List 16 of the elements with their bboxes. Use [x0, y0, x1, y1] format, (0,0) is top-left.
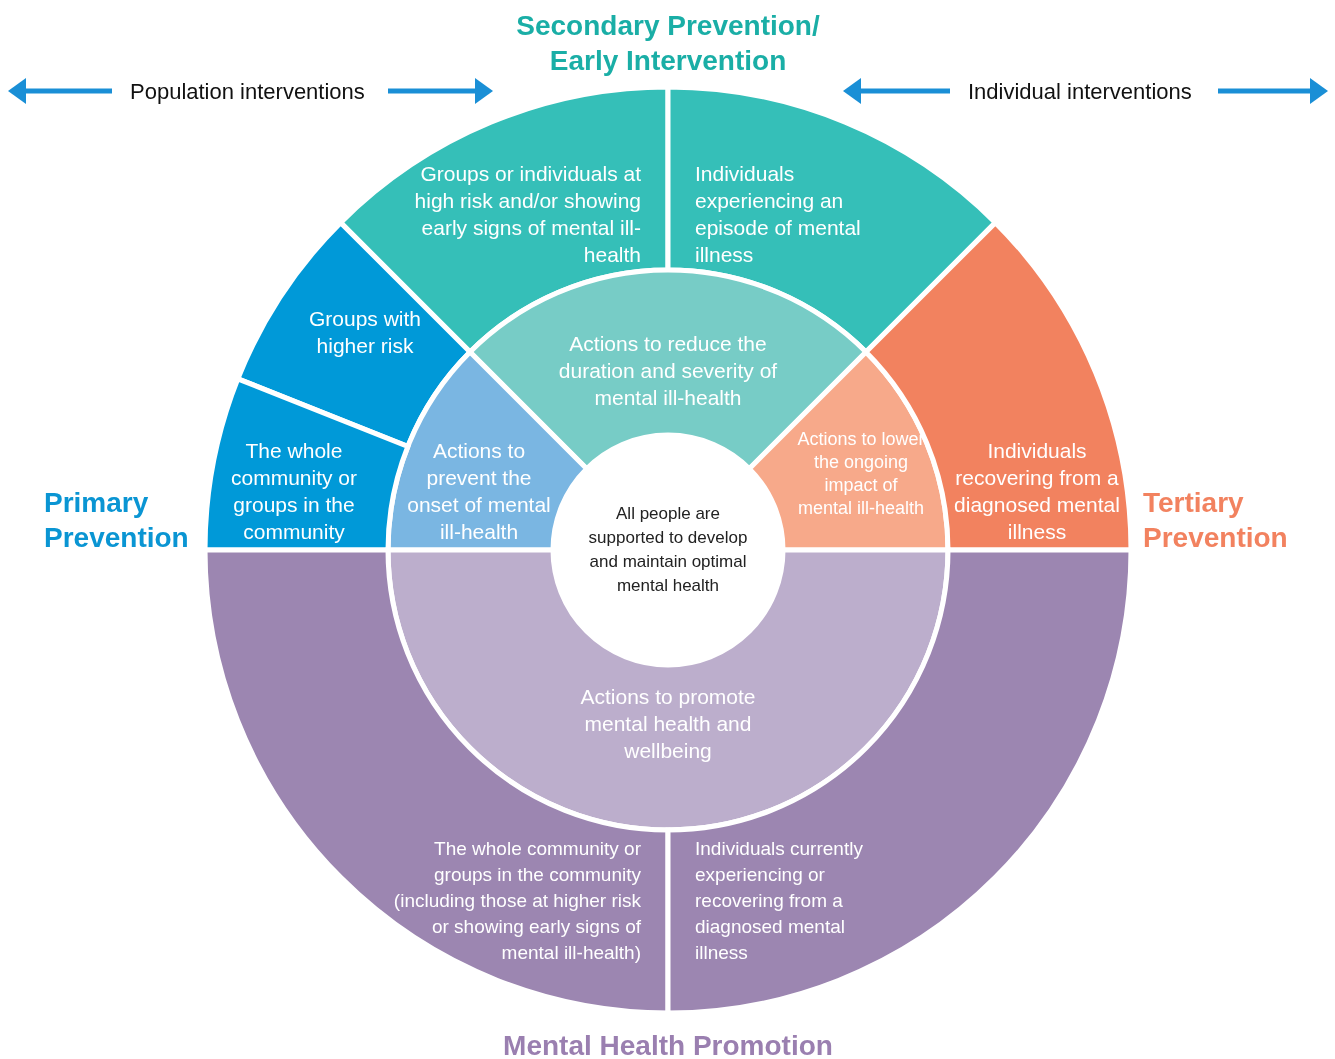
- section-heading: Secondary Prevention/ Early Intervention: [515, 9, 821, 78]
- segment-text: Individuals recovering from a diagnosed mental illness: [952, 437, 1122, 545]
- segment-text: The whole community or groups in the community: [214, 437, 374, 545]
- axis-caption: Individual interventions: [968, 78, 1192, 106]
- segment-text: Actions to reduce the duration and severity of mental ill-health: [538, 330, 798, 411]
- segment-text: Groups with higher risk: [300, 305, 430, 359]
- segment-text: Individuals currently experiencing or recovering from a diagnosed mental illness: [695, 836, 895, 966]
- section-heading: Mental Health Promotion: [502, 1029, 834, 1059]
- segment-text: The whole community or groups in the community (including those at higher risk or showing early signs of mental ill-health): [381, 836, 641, 966]
- axis-caption: Population interventions: [130, 78, 365, 106]
- segment-text: Actions to prevent the onset of mental ill-health: [399, 437, 559, 545]
- segment-text: Actions to promote mental health and wellbeing: [568, 683, 768, 764]
- section-heading: Primary Prevention: [44, 486, 190, 555]
- segment-text: Individuals experiencing an episode of mental illness: [695, 160, 865, 268]
- segment-text: Groups or individuals at high risk and/or showing early signs of mental ill-health: [411, 160, 641, 268]
- section-heading: Tertiary Prevention: [1143, 486, 1289, 555]
